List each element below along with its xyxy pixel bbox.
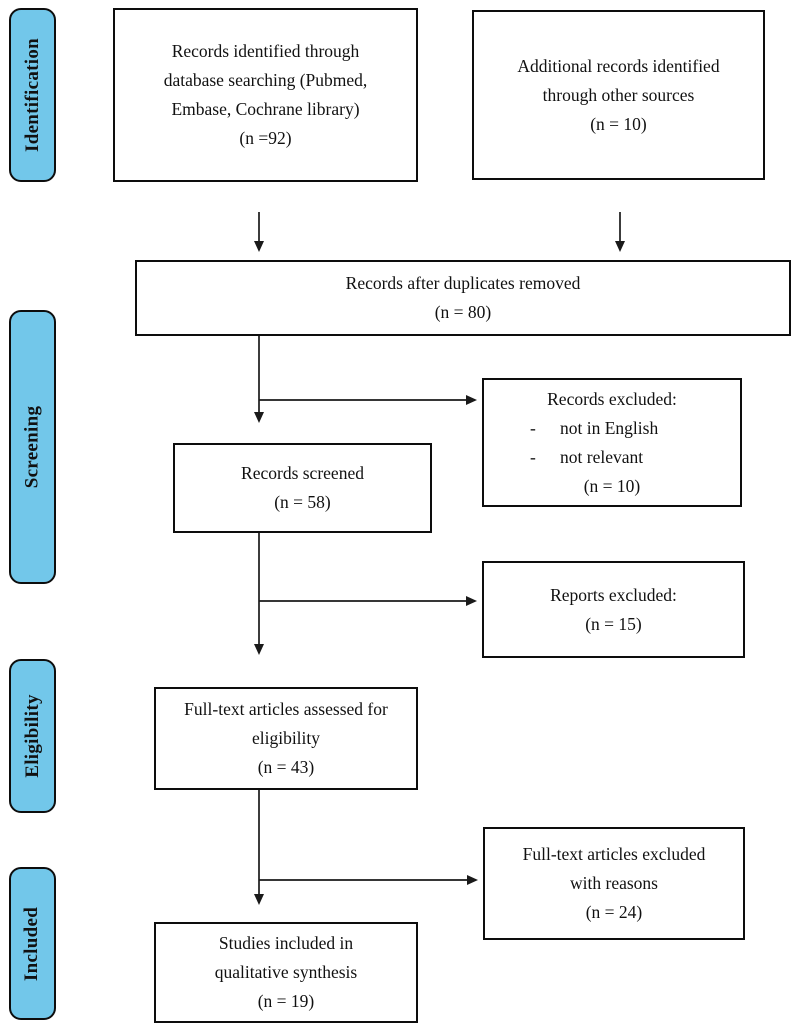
excluded-reason-text: not in English bbox=[560, 417, 659, 438]
box-fulltext-excluded: Full-text articles excluded with reasons… bbox=[483, 827, 745, 940]
box-text-line: Embase, Cochrane library) bbox=[171, 99, 360, 119]
excluded-reason-text: not relevant bbox=[560, 446, 644, 467]
box-count-line: (n = 80) bbox=[434, 302, 492, 322]
box-duplicates-removed: Records after duplicates removed (n = 80… bbox=[135, 260, 791, 336]
stage-label-text: Eligibility bbox=[21, 694, 43, 778]
box-count-line: (n = 58) bbox=[274, 492, 331, 512]
box-count-line: (n = 15) bbox=[585, 613, 642, 634]
box-title-line: Reports excluded: bbox=[550, 584, 677, 605]
box-studies-included: Studies included in qualitative synthesi… bbox=[154, 922, 418, 1023]
box-additional-records: Additional records identified through ot… bbox=[472, 10, 765, 180]
box-records-excluded: Records excluded: - not in English - not… bbox=[482, 378, 742, 507]
excluded-reason-item: - not relevant bbox=[484, 443, 740, 472]
box-count-line: (n = 19) bbox=[257, 991, 315, 1011]
box-text-line: qualitative synthesis bbox=[214, 962, 358, 982]
box-count-line: (n = 10) bbox=[583, 475, 641, 496]
box-count-line: (n = 10) bbox=[590, 113, 647, 134]
box-text-line: Records screened bbox=[241, 463, 364, 483]
box-text-line: Studies included in bbox=[218, 933, 354, 953]
stage-label-text: Included bbox=[21, 906, 43, 981]
stage-label-eligibility: Eligibility bbox=[9, 659, 56, 813]
box-text-line: through other sources bbox=[542, 84, 695, 105]
box-reports-excluded: Reports excluded: (n = 15) bbox=[482, 561, 745, 658]
stage-label-included: Included bbox=[9, 867, 56, 1020]
box-text-line: Full-text articles assessed for bbox=[184, 699, 388, 719]
box-text-line: eligibility bbox=[251, 728, 321, 748]
box-text-line: Full-text articles excluded bbox=[522, 844, 706, 864]
box-text-line: with reasons bbox=[570, 873, 658, 893]
stage-label-text: Screening bbox=[21, 405, 43, 489]
box-text-line: Additional records identified bbox=[517, 55, 720, 76]
box-records-identified: Records identified through database sear… bbox=[113, 8, 418, 182]
box-count-line: (n = 24) bbox=[585, 902, 643, 922]
box-fulltext-assessed: Full-text articles assessed for eligibil… bbox=[154, 687, 418, 790]
box-text-line: Records identified through bbox=[171, 41, 360, 61]
box-title-line: Records excluded: bbox=[547, 388, 677, 409]
stage-label-screening: Screening bbox=[9, 310, 56, 584]
stage-label-text: Identification bbox=[21, 38, 43, 152]
excluded-reason-item: - not in English bbox=[484, 414, 740, 443]
box-records-screened: Records screened (n = 58) bbox=[173, 443, 432, 533]
box-text-line: Records after duplicates removed bbox=[345, 273, 581, 293]
box-text-line: database searching (Pubmed, bbox=[163, 70, 368, 90]
box-count-line: (n = 43) bbox=[257, 757, 315, 777]
stage-label-identification: Identification bbox=[9, 8, 56, 182]
bullet-dash: - bbox=[530, 446, 536, 467]
box-count-line: (n =92) bbox=[239, 128, 292, 148]
bullet-dash: - bbox=[530, 417, 536, 438]
